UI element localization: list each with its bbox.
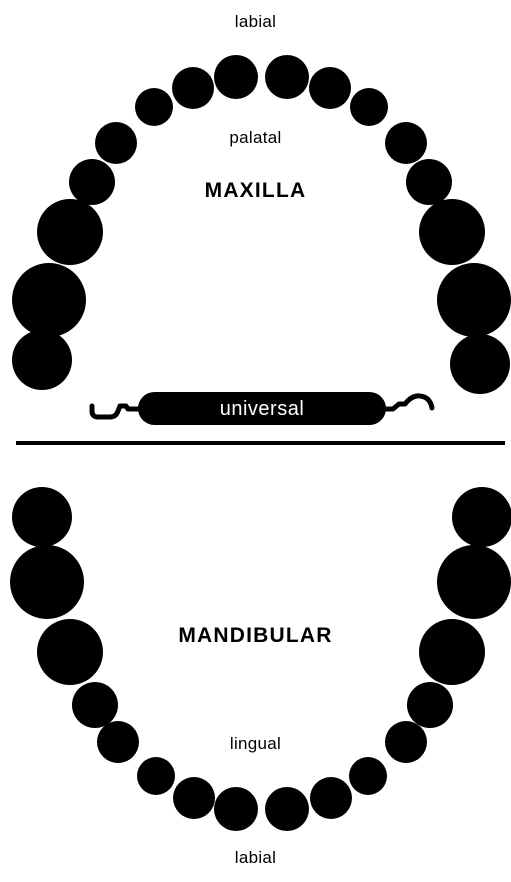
maxillary-arch <box>12 55 511 394</box>
maxillary-tooth-14 <box>419 199 485 265</box>
maxillary-tooth-16 <box>450 334 510 394</box>
mandibular-tooth-15 <box>437 545 511 619</box>
mandibular-title: MANDIBULAR <box>0 624 511 648</box>
mandibular-tooth-2 <box>10 545 84 619</box>
mandibular-tooth-13 <box>407 682 453 728</box>
mandibular-tooth-11 <box>349 757 387 795</box>
maxillary-tooth-9 <box>265 55 309 99</box>
curette-left-tip <box>92 406 140 417</box>
mandibular-tooth-9 <box>265 787 309 831</box>
mandibular-tooth-7 <box>173 777 215 819</box>
mandibular-tooth-8 <box>214 787 258 831</box>
maxillary-tooth-8 <box>214 55 258 99</box>
mandibular-tooth-1 <box>12 487 72 547</box>
mandibular-labial-label: labial <box>0 848 511 868</box>
palatal-label: palatal <box>0 128 511 148</box>
maxillary-tooth-2 <box>12 263 86 337</box>
maxillary-tooth-7 <box>172 67 214 109</box>
lingual-label: lingual <box>0 734 511 754</box>
instrument-label: universal <box>220 398 305 420</box>
mandibular-tooth-4 <box>72 682 118 728</box>
maxillary-tooth-1 <box>12 330 72 390</box>
maxilla-labial-label: labial <box>0 12 511 32</box>
maxillary-tooth-15 <box>437 263 511 337</box>
universal-curette-icon: universal <box>92 392 432 425</box>
maxillary-tooth-10 <box>309 67 351 109</box>
maxillary-tooth-6 <box>135 88 173 126</box>
mandibular-tooth-16 <box>452 487 511 547</box>
curette-right-tip <box>384 396 432 409</box>
maxilla-title: MAXILLA <box>0 179 511 203</box>
mandibular-arch <box>10 487 511 831</box>
mandibular-tooth-6 <box>137 757 175 795</box>
mandibular-tooth-10 <box>310 777 352 819</box>
maxillary-tooth-11 <box>350 88 388 126</box>
maxillary-tooth-3 <box>37 199 103 265</box>
